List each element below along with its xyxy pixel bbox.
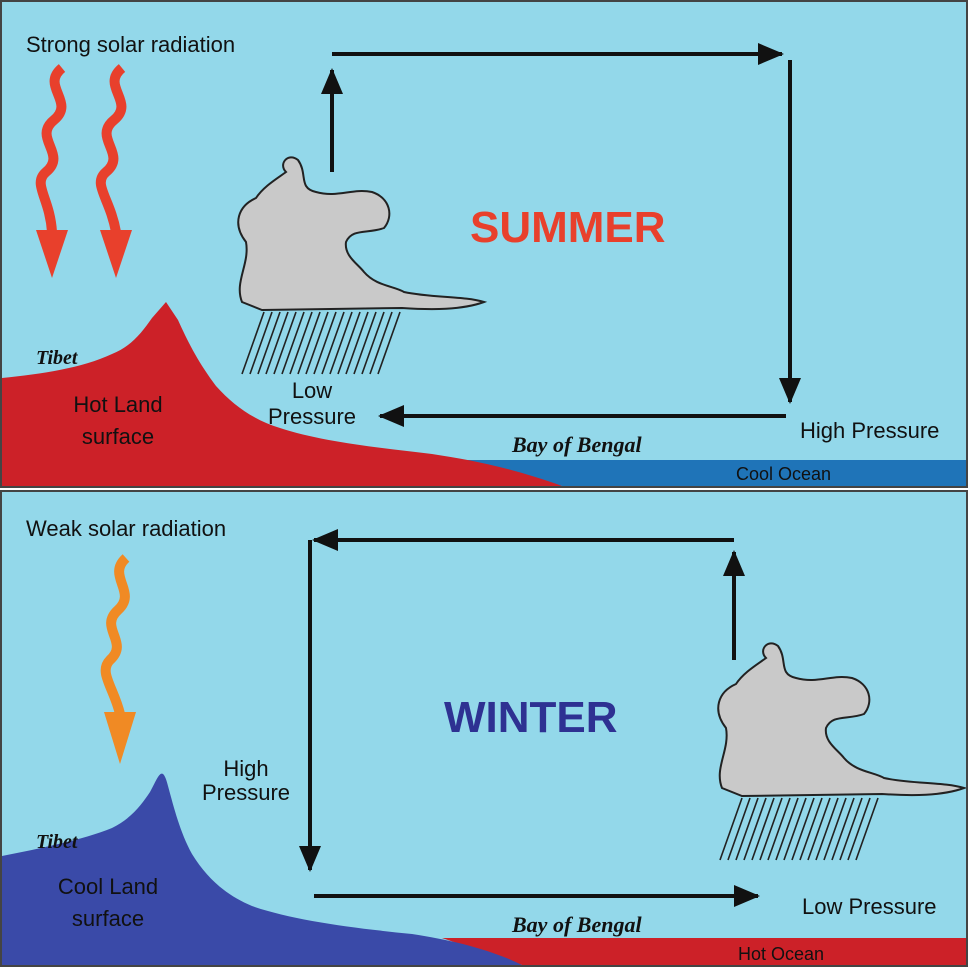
season-title: WINTER — [444, 693, 618, 742]
solar-radiation-label: Weak solar radiation — [26, 516, 226, 541]
rain-cloud-icon — [717, 642, 966, 861]
high-pressure-label: High Pressure — [800, 418, 939, 443]
winter-panel: Weak solar radiation WINTER High Pressur… — [0, 490, 968, 967]
ocean-label: Cool Ocean — [736, 464, 831, 484]
summer-diagram: Strong solar radiation SUMMER Tibet Hot … — [2, 2, 966, 486]
radiation-wave-arrow-icon — [35, 64, 68, 278]
low-pressure-label: Low Pressure — [802, 894, 937, 919]
rain-cloud-icon — [237, 156, 488, 375]
high-pressure-line2: Pressure — [202, 780, 290, 805]
bay-of-bengal-label: Bay of Bengal — [511, 432, 642, 457]
land-label-line1: Hot Land — [73, 392, 162, 417]
winter-diagram: Weak solar radiation WINTER High Pressur… — [2, 492, 966, 965]
ocean-strip — [432, 460, 966, 486]
circulation-arrow-icon — [299, 529, 760, 907]
circulation-arrow-icon — [321, 43, 801, 427]
low-pressure-line1: Low — [292, 378, 332, 403]
high-pressure-line1: High — [223, 756, 268, 781]
ocean-strip — [442, 938, 966, 965]
land-label-line2: surface — [82, 424, 154, 449]
season-title: SUMMER — [470, 203, 666, 252]
land-mass — [2, 302, 562, 486]
land-mass — [2, 773, 522, 965]
land-label-line1: Cool Land — [58, 874, 158, 899]
tibet-label: Tibet — [36, 347, 79, 369]
radiation-wave-arrow-icon — [95, 64, 132, 278]
low-pressure-line2: Pressure — [268, 404, 356, 429]
ocean-label: Hot Ocean — [738, 944, 824, 964]
land-label-line2: surface — [72, 906, 144, 931]
radiation-wave-arrow-icon — [100, 554, 136, 764]
tibet-label: Tibet — [36, 831, 79, 853]
bay-of-bengal-label: Bay of Bengal — [511, 912, 642, 937]
solar-radiation-label: Strong solar radiation — [26, 32, 235, 57]
summer-panel: Strong solar radiation SUMMER Tibet Hot … — [0, 0, 968, 488]
